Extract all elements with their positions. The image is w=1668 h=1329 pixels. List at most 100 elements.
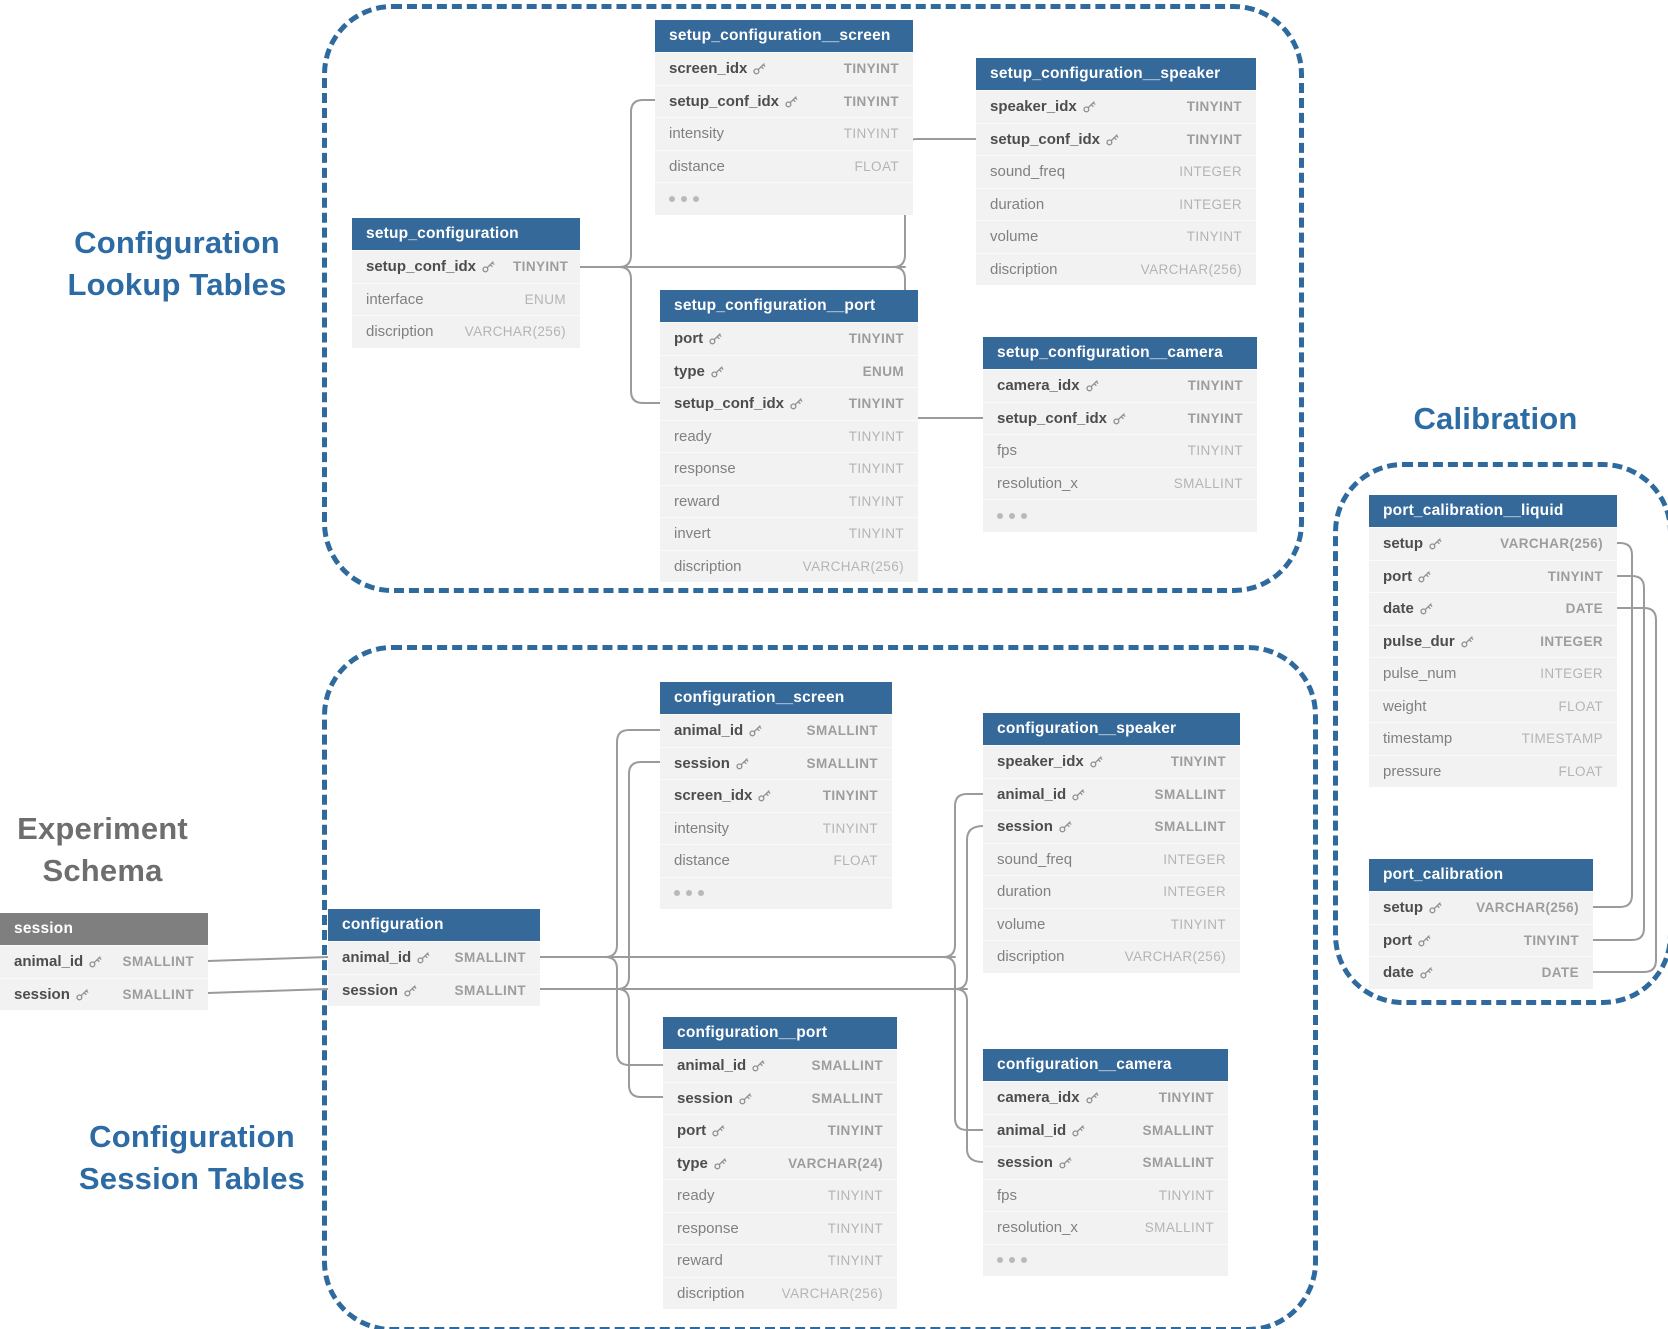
field-type: SMALLINT [811, 1058, 883, 1074]
heading-experiment-schema: Experiment Schema [5, 808, 200, 892]
field-type: TINYINT [827, 1220, 883, 1236]
relationship-line [954, 825, 984, 990]
field-row: animal_id SMALLINT [660, 714, 892, 747]
field-name: animal_id [997, 1122, 1085, 1139]
field-type: ENUM [862, 363, 904, 379]
relationship-line [942, 793, 984, 958]
field-name: discription [674, 557, 742, 575]
key-icon [711, 366, 724, 378]
field-type: TINYINT [1187, 378, 1243, 394]
field-name: setup [1383, 535, 1442, 552]
field-name: port [1383, 932, 1431, 949]
key-icon [1418, 935, 1431, 947]
calibration-group-outline [1333, 462, 1668, 1005]
field-name: camera_idx [997, 377, 1099, 394]
key-icon [1083, 101, 1096, 113]
key-icon [1113, 413, 1126, 425]
field-row: camera_idx TINYINT [983, 369, 1257, 402]
field-name: pressure [1383, 762, 1442, 780]
field-type: TINYINT [848, 331, 904, 347]
field-type: SMALLINT [806, 723, 878, 739]
field-name: pulse_num [1383, 665, 1457, 683]
field-row: resolution_x SMALLINT [983, 1211, 1228, 1244]
field-name: animal_id [674, 722, 762, 739]
field-type: TINYINT [1186, 131, 1242, 147]
field-name: speaker_idx [990, 98, 1096, 115]
key-icon [749, 725, 762, 737]
key-icon [736, 758, 749, 770]
key-icon [417, 952, 430, 964]
field-name: animal_id [677, 1057, 765, 1074]
field-type: SMALLINT [454, 950, 526, 966]
relationship-line [207, 988, 329, 994]
field-name: animal_id [342, 949, 430, 966]
field-name: discription [677, 1284, 745, 1302]
field-type: SMALLINT [1144, 1220, 1214, 1236]
field-type: TINYINT [1186, 99, 1242, 115]
field-type: TINYINT [827, 1188, 883, 1204]
field-name: session [997, 818, 1072, 835]
table-title: configuration__port [663, 1017, 897, 1049]
key-icon [76, 989, 89, 1001]
field-name: port [677, 1122, 725, 1139]
field-name: reward [677, 1252, 723, 1270]
field-type: INTEGER [1540, 666, 1603, 682]
field-row: animal_id SMALLINT [328, 941, 540, 974]
table-title: port_calibration [1369, 859, 1593, 891]
field-type: TINYINT [843, 126, 899, 142]
field-name: response [674, 460, 736, 478]
field-name: resolution_x [997, 1219, 1078, 1237]
field-name: fps [997, 442, 1018, 460]
field-type: VARCHAR(256) [1500, 536, 1603, 552]
field-name: discription [997, 948, 1065, 966]
relationship-line [954, 988, 984, 1163]
field-type: INTEGER [1163, 851, 1226, 867]
heading-line: Experiment [17, 811, 188, 846]
field-row: animal_id SMALLINT [663, 1049, 897, 1082]
ellipsis-icon [997, 512, 1027, 519]
field-name: speaker_idx [997, 753, 1103, 770]
relationship-line [604, 729, 661, 958]
key-icon [1059, 821, 1072, 833]
more-fields-row [655, 182, 913, 215]
table-title: session [0, 913, 208, 945]
field-type: SMALLINT [1173, 475, 1243, 491]
field-name: camera_idx [997, 1089, 1099, 1106]
key-icon [714, 1158, 727, 1170]
field-type: INTEGER [1179, 196, 1242, 212]
field-type: TINYINT [1158, 1187, 1214, 1203]
field-type: SMALLINT [122, 986, 194, 1002]
relationship-line [616, 761, 661, 990]
field-type: SMALLINT [1142, 1155, 1214, 1171]
relationship-line [618, 99, 656, 268]
field-name: type [677, 1155, 727, 1172]
field-type: TINYINT [1523, 932, 1579, 948]
table-title: setup_configuration__speaker [976, 58, 1256, 90]
key-icon [758, 790, 771, 802]
table-title: setup_configuration [352, 218, 580, 250]
table-title: configuration__camera [983, 1049, 1228, 1081]
